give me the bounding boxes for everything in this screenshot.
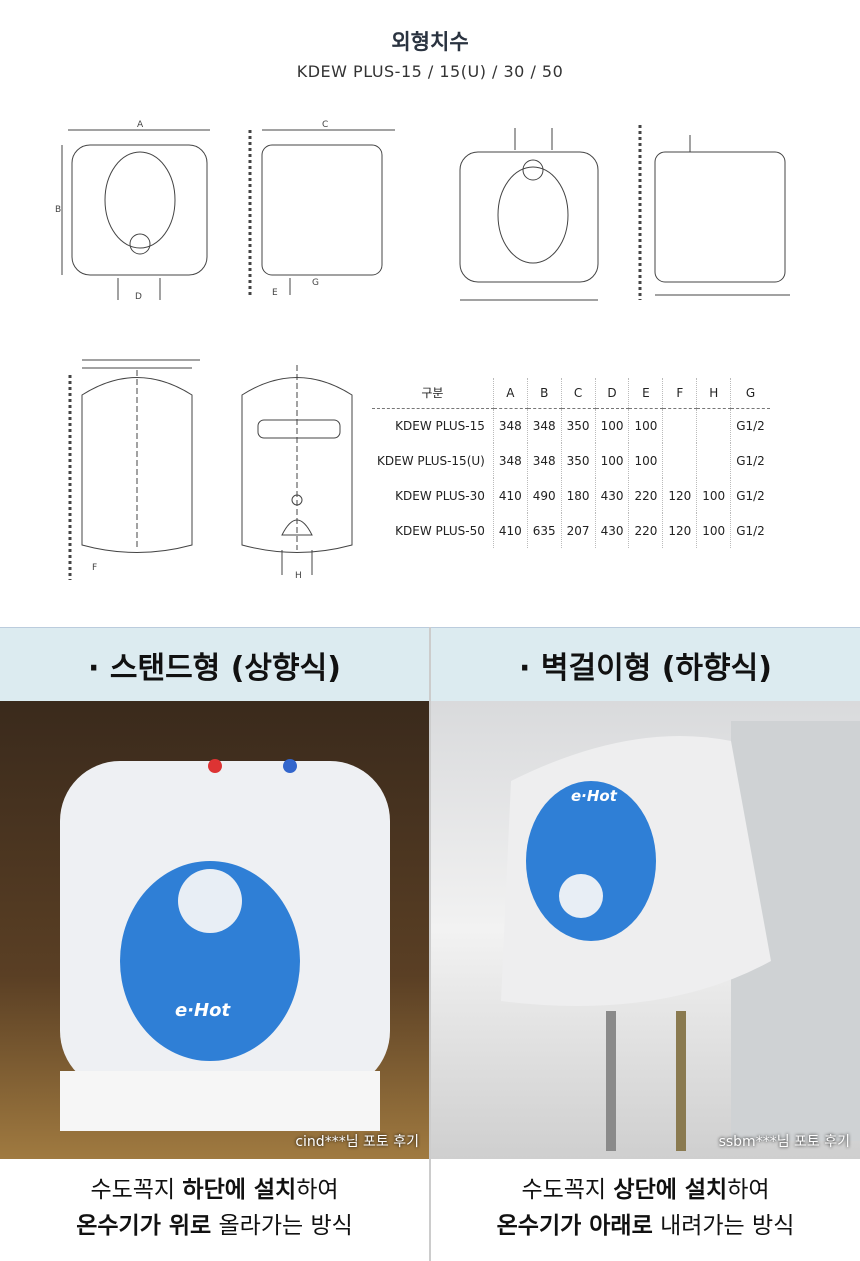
table-cell: 350	[560, 408, 596, 443]
header-cell: D	[594, 378, 629, 409]
header-cell: B	[526, 378, 562, 409]
model-name: KDEW PLUS-15(U)	[377, 453, 485, 468]
photo-credit: ssbm***님 포토 후기	[718, 1134, 850, 1150]
table-cell: 180	[560, 478, 596, 513]
heading-wall-type: · 벽걸이형 (하향식)	[431, 627, 860, 701]
page-title: 외형치수	[391, 30, 469, 54]
diagram-front-stand	[61, 129, 210, 300]
table-cell: 430	[594, 478, 629, 513]
header-cell: E	[628, 378, 663, 409]
model-list: KDEW PLUS-15 / 15(U) / 30 / 50	[296, 62, 564, 81]
dimension-diagrams: A B C D E F G H	[55, 120, 790, 581]
table-cell: 100	[594, 408, 629, 443]
dim-label-f: F	[92, 563, 97, 573]
caption-line: 수도꼭지 상단에 설치하여	[431, 1172, 860, 1208]
caption-line: 수도꼭지 하단에 설치하여	[0, 1172, 429, 1208]
table-cell: 348	[526, 408, 562, 443]
table-cell: 100	[696, 513, 731, 548]
table-cell	[662, 443, 697, 478]
table-cell: 490	[526, 478, 562, 513]
water-heater-stand-image: e·Hot	[60, 759, 390, 1131]
photo-stand-type: e·Hot cind***님 포토 후기	[0, 701, 429, 1159]
table-cell: 430	[594, 513, 629, 548]
caption-emphasis: 온수기가 위로	[76, 1213, 212, 1239]
table-cell: 348	[526, 443, 562, 478]
table-cell	[696, 443, 731, 478]
dim-label-d: D	[135, 292, 142, 302]
table-cell: 635	[526, 513, 562, 548]
dim-label-c: C	[322, 120, 328, 130]
caption-text: 내려가는 방식	[652, 1213, 795, 1239]
dim-label-g: G	[312, 278, 319, 288]
header-cell: A	[492, 378, 528, 409]
dim-label-h: H	[295, 571, 302, 581]
dim-label-a: A	[137, 120, 144, 130]
diagram-side-stand	[248, 129, 395, 295]
photo-credit: cind***님 포토 후기	[295, 1134, 419, 1150]
table-cell: G1/2	[730, 513, 770, 548]
model-name: KDEW PLUS-30	[395, 488, 485, 503]
table-cell: 410	[492, 513, 528, 548]
brand-logo: e·Hot	[175, 1000, 231, 1021]
table-cell	[662, 408, 697, 443]
diagram-front-wall	[459, 128, 599, 301]
water-heater-wall-image: e·Hot	[501, 721, 860, 1151]
model-name: KDEW PLUS-50	[395, 523, 485, 538]
header-cell: H	[696, 378, 731, 409]
caption-text: 수도꼭지	[90, 1177, 183, 1203]
table-cell: G1/2	[730, 443, 770, 478]
header-cell: F	[662, 378, 697, 409]
header-cell: G	[730, 378, 770, 409]
caption-text: 수도꼭지	[521, 1177, 614, 1203]
table-cell: 207	[560, 513, 596, 548]
brand-logo: e·Hot	[571, 787, 618, 805]
diagram-side-vertical	[68, 359, 200, 580]
table-cell: 120	[662, 478, 697, 513]
panel-divider	[429, 627, 431, 1261]
table-cell: 100	[696, 478, 731, 513]
caption-emphasis: 하단에 설치	[182, 1177, 297, 1203]
table-cell: 120	[662, 513, 697, 548]
table-cell	[696, 408, 731, 443]
caption-line: 온수기가 위로 올라가는 방식	[0, 1208, 429, 1244]
caption-emphasis: 상단에 설치	[613, 1177, 728, 1203]
table-cell: 410	[492, 478, 528, 513]
table-cell: 348	[492, 408, 528, 443]
header-cell: C	[560, 378, 596, 409]
caption-emphasis: 온수기가 아래로	[496, 1213, 653, 1239]
table-header-row: 구분 A B C D E F H G	[372, 378, 770, 409]
table-cell: 100	[594, 443, 629, 478]
model-name: KDEW PLUS-15	[395, 418, 485, 433]
caption-text: 하여	[727, 1177, 770, 1203]
table-cell: 348	[492, 443, 528, 478]
photo-wall-type: e·Hot ssbm***님 포토 후기	[431, 701, 860, 1159]
caption-text: 하여	[296, 1177, 339, 1203]
table-cell: 100	[628, 408, 663, 443]
header-cell: 구분	[372, 378, 494, 409]
table-cell: G1/2	[730, 408, 770, 443]
table-cell: 350	[560, 443, 596, 478]
table-cell: 220	[628, 478, 663, 513]
caption-line: 온수기가 아래로 내려가는 방식	[431, 1208, 860, 1244]
diagram-side-wall	[638, 125, 790, 300]
dim-label-b: B	[55, 205, 61, 215]
table-cell: G1/2	[730, 478, 770, 513]
caption-text: 올라가는 방식	[211, 1213, 353, 1239]
table-cell: 100	[628, 443, 663, 478]
heading-stand-type: · 스탠드형 (상향식)	[0, 627, 429, 701]
dim-label-e: E	[272, 288, 278, 298]
table-cell: 220	[628, 513, 663, 548]
diagram-front-vertical	[241, 365, 353, 575]
